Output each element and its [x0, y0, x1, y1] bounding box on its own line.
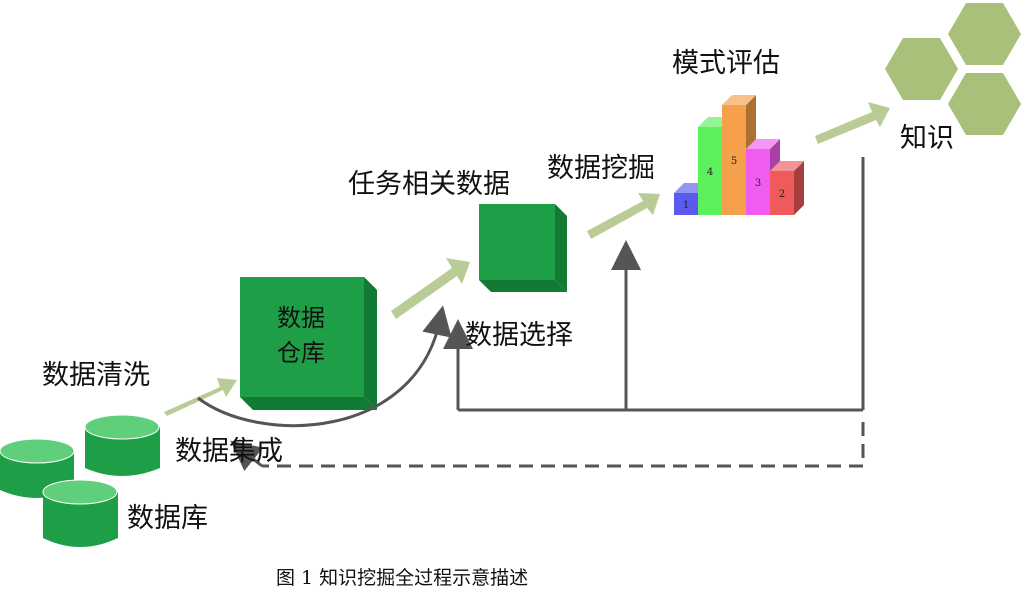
bar-value-label: 5: [731, 156, 737, 167]
task-relevant-data-label: 任务相关数据: [348, 169, 510, 200]
data-integration-label: 数据集成: [175, 436, 283, 467]
figure-caption: 图 1 知识挖掘全过程示意描述: [276, 567, 528, 589]
database-icon: [0, 414, 160, 547]
pattern-evaluation-label: 模式评估: [672, 48, 780, 79]
hexagon: [885, 38, 958, 100]
bar-value-label: 2: [779, 189, 785, 200]
bar-top: [746, 139, 780, 149]
hexagon: [948, 3, 1021, 65]
arrow-to-knowledge: [815, 102, 890, 144]
bar-front: [722, 105, 746, 215]
bar-front: [698, 127, 722, 215]
bar-front: [770, 171, 794, 215]
data-selection-label: 数据选择: [465, 320, 573, 351]
hexagon: [948, 73, 1021, 135]
data-cleaning-label: 数据清洗: [42, 360, 150, 391]
database-cylinder: [42, 479, 118, 547]
data-mining-label: 数据挖掘: [547, 153, 655, 184]
bar-value-label: 1: [683, 200, 689, 211]
pattern-evaluation-bars: 1 4 5 3 2: [674, 95, 804, 215]
task-data-cube: [479, 204, 567, 292]
bar-front: [746, 149, 770, 215]
bar-side: [794, 161, 804, 215]
warehouse-label-line2: 仓库: [277, 339, 325, 367]
bar-value-label: 4: [707, 167, 713, 178]
bar-front: [674, 193, 698, 215]
data-warehouse-cube: 数据 仓库: [240, 277, 377, 410]
knowledge-hexagons-icon: [885, 3, 1021, 135]
knowledge-label: 知识: [900, 123, 954, 154]
bar-3: 3: [746, 139, 780, 215]
database-cylinder: [84, 414, 160, 476]
warehouse-label-line1: 数据: [277, 304, 325, 332]
database-label: 数据库: [127, 503, 208, 534]
arrow-to-task-data: [391, 258, 470, 319]
bar-top: [770, 161, 804, 171]
feedback-lines: [197, 157, 865, 472]
bar-top: [722, 95, 756, 105]
bar-2: 2: [770, 161, 804, 215]
arrow-to-mining: [587, 193, 660, 239]
bar-value-label: 3: [755, 178, 761, 189]
arrow-to-warehouse: [164, 378, 237, 416]
